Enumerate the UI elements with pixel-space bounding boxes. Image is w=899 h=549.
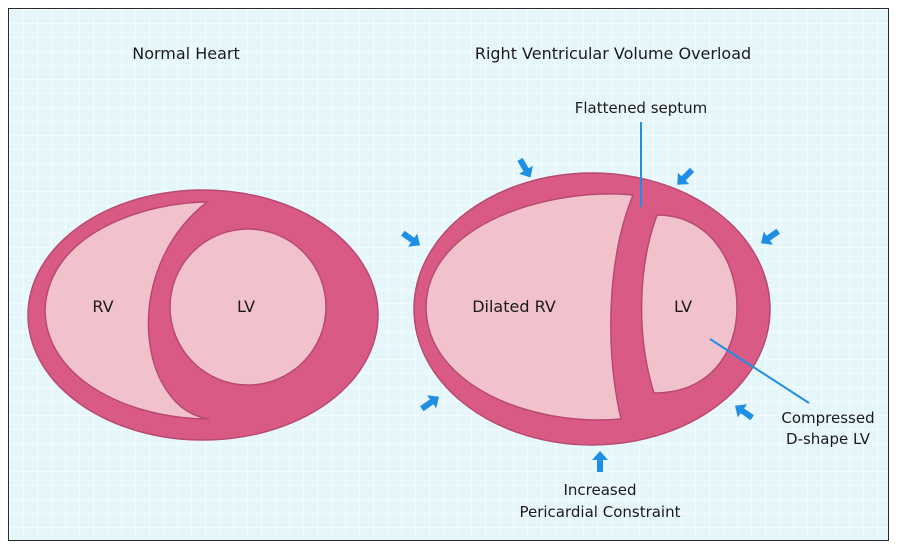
arrow-icon xyxy=(672,164,698,190)
overload-heart-title: Right Ventricular Volume Overload xyxy=(475,44,751,63)
arrow-icon xyxy=(417,390,443,415)
pericardial-annotation-line1: Increased xyxy=(563,481,636,499)
normal-lv-label: LV xyxy=(237,297,255,316)
normal-heart: RV LV xyxy=(28,190,378,440)
arrow-icon xyxy=(730,399,756,424)
diagram-panel: Normal Heart Right Ventricular Volume Ov… xyxy=(8,8,889,541)
pericardial-annotation-line2: Pericardial Constraint xyxy=(519,503,680,521)
arrow-icon xyxy=(398,227,424,252)
arrow-icon xyxy=(592,451,608,472)
lv-annotation-line2: D-shape LV xyxy=(786,430,871,448)
arrow-icon xyxy=(513,155,537,181)
overload-rv-label: Dilated RV xyxy=(472,297,556,316)
overload-heart: Dilated RV LV xyxy=(414,173,770,445)
normal-rv-label: RV xyxy=(92,297,113,316)
lv-annotation-line1: Compressed xyxy=(781,409,874,427)
normal-heart-title: Normal Heart xyxy=(132,44,240,63)
septum-annotation: Flattened septum xyxy=(575,99,708,117)
overload-lv-label: LV xyxy=(674,297,692,316)
heart-diagram: Normal Heart Right Ventricular Volume Ov… xyxy=(9,9,889,541)
arrow-icon xyxy=(756,225,782,250)
